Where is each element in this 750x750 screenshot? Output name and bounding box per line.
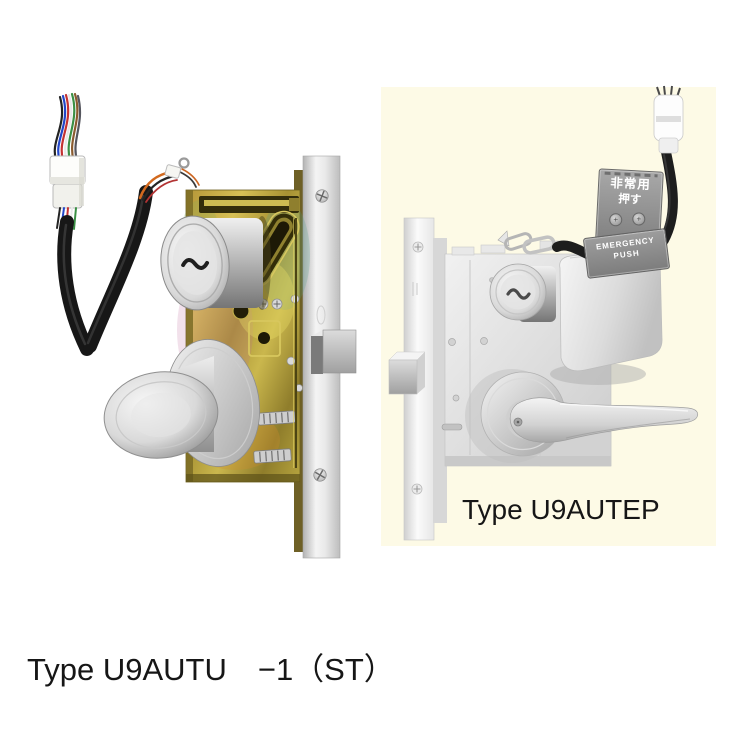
product-label-right: Type U9AUTEP <box>462 494 660 525</box>
wire-bundle-icon <box>53 92 82 162</box>
emergency-jp-line2: 押す <box>618 193 642 207</box>
linkage-hook <box>497 230 556 255</box>
right-deadbolt <box>388 351 426 395</box>
right-cable-connector <box>653 85 684 154</box>
cable-sleeves <box>57 185 153 356</box>
lock-lead-wires <box>138 157 200 203</box>
right-product-render <box>388 85 699 541</box>
cable-connector <box>49 155 86 209</box>
left-lock-cylinder <box>160 215 271 311</box>
cover-screw-right: + <box>631 212 646 226</box>
inline-connector <box>164 164 182 179</box>
cover-screw-left: + <box>608 212 623 227</box>
emergency-jp-line1: 非常用 <box>610 175 652 193</box>
left-deadbolt <box>311 329 357 374</box>
left-product-photo <box>49 92 357 559</box>
product-label-left: Type U9AUTU −1（ST） <box>27 652 395 687</box>
wire-ring <box>178 157 190 169</box>
lever-handle <box>506 397 699 443</box>
right-lock-cylinder <box>489 263 556 322</box>
keyhole <box>181 258 210 270</box>
keyhole <box>506 288 531 300</box>
door-knob <box>103 371 219 459</box>
